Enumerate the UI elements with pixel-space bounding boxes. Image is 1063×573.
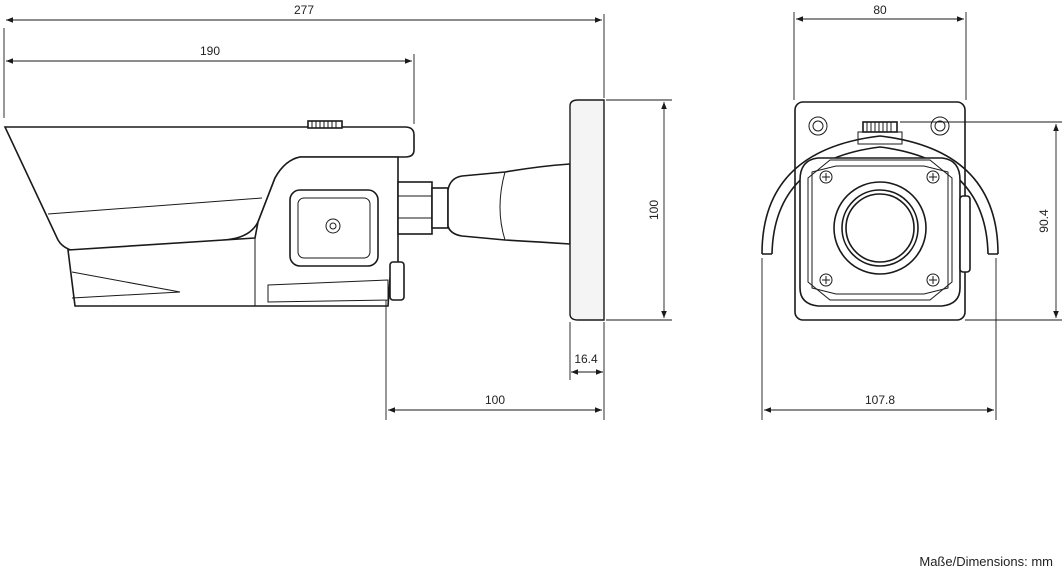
screw-icon: [819, 170, 940, 287]
swivel-joint: [397, 181, 433, 235]
lens-outer-ring: [833, 181, 927, 275]
screw-icon: [325, 218, 341, 234]
dim-housing-length: 190: [200, 44, 220, 58]
units-caption: Maße/Dimensions: mm: [919, 554, 1053, 569]
dim-front-total-width: 107.8: [865, 393, 895, 407]
side-view: 277 190 100 16.4 100: [3, 3, 672, 420]
dim-arm-reach: 100: [485, 393, 505, 407]
dim-overall-length: 277: [294, 3, 314, 17]
mount-hole-icon: [930, 116, 950, 136]
dim-base-thickness: 16.4: [574, 352, 598, 366]
dim-mount-height: 100: [647, 200, 661, 220]
dim-front-width: 80: [873, 3, 887, 17]
lens-icon: [845, 193, 915, 263]
mounting-arm: [447, 163, 571, 245]
mount-hole-icon: [808, 116, 828, 136]
front-view: 80 90.4 107.8: [761, 3, 1062, 420]
wall-base: [569, 99, 605, 321]
dim-front-height: 90.4: [1037, 209, 1051, 233]
front-sunshield: [761, 135, 999, 255]
side-panel: [289, 189, 379, 267]
cable-connector: [389, 261, 405, 301]
